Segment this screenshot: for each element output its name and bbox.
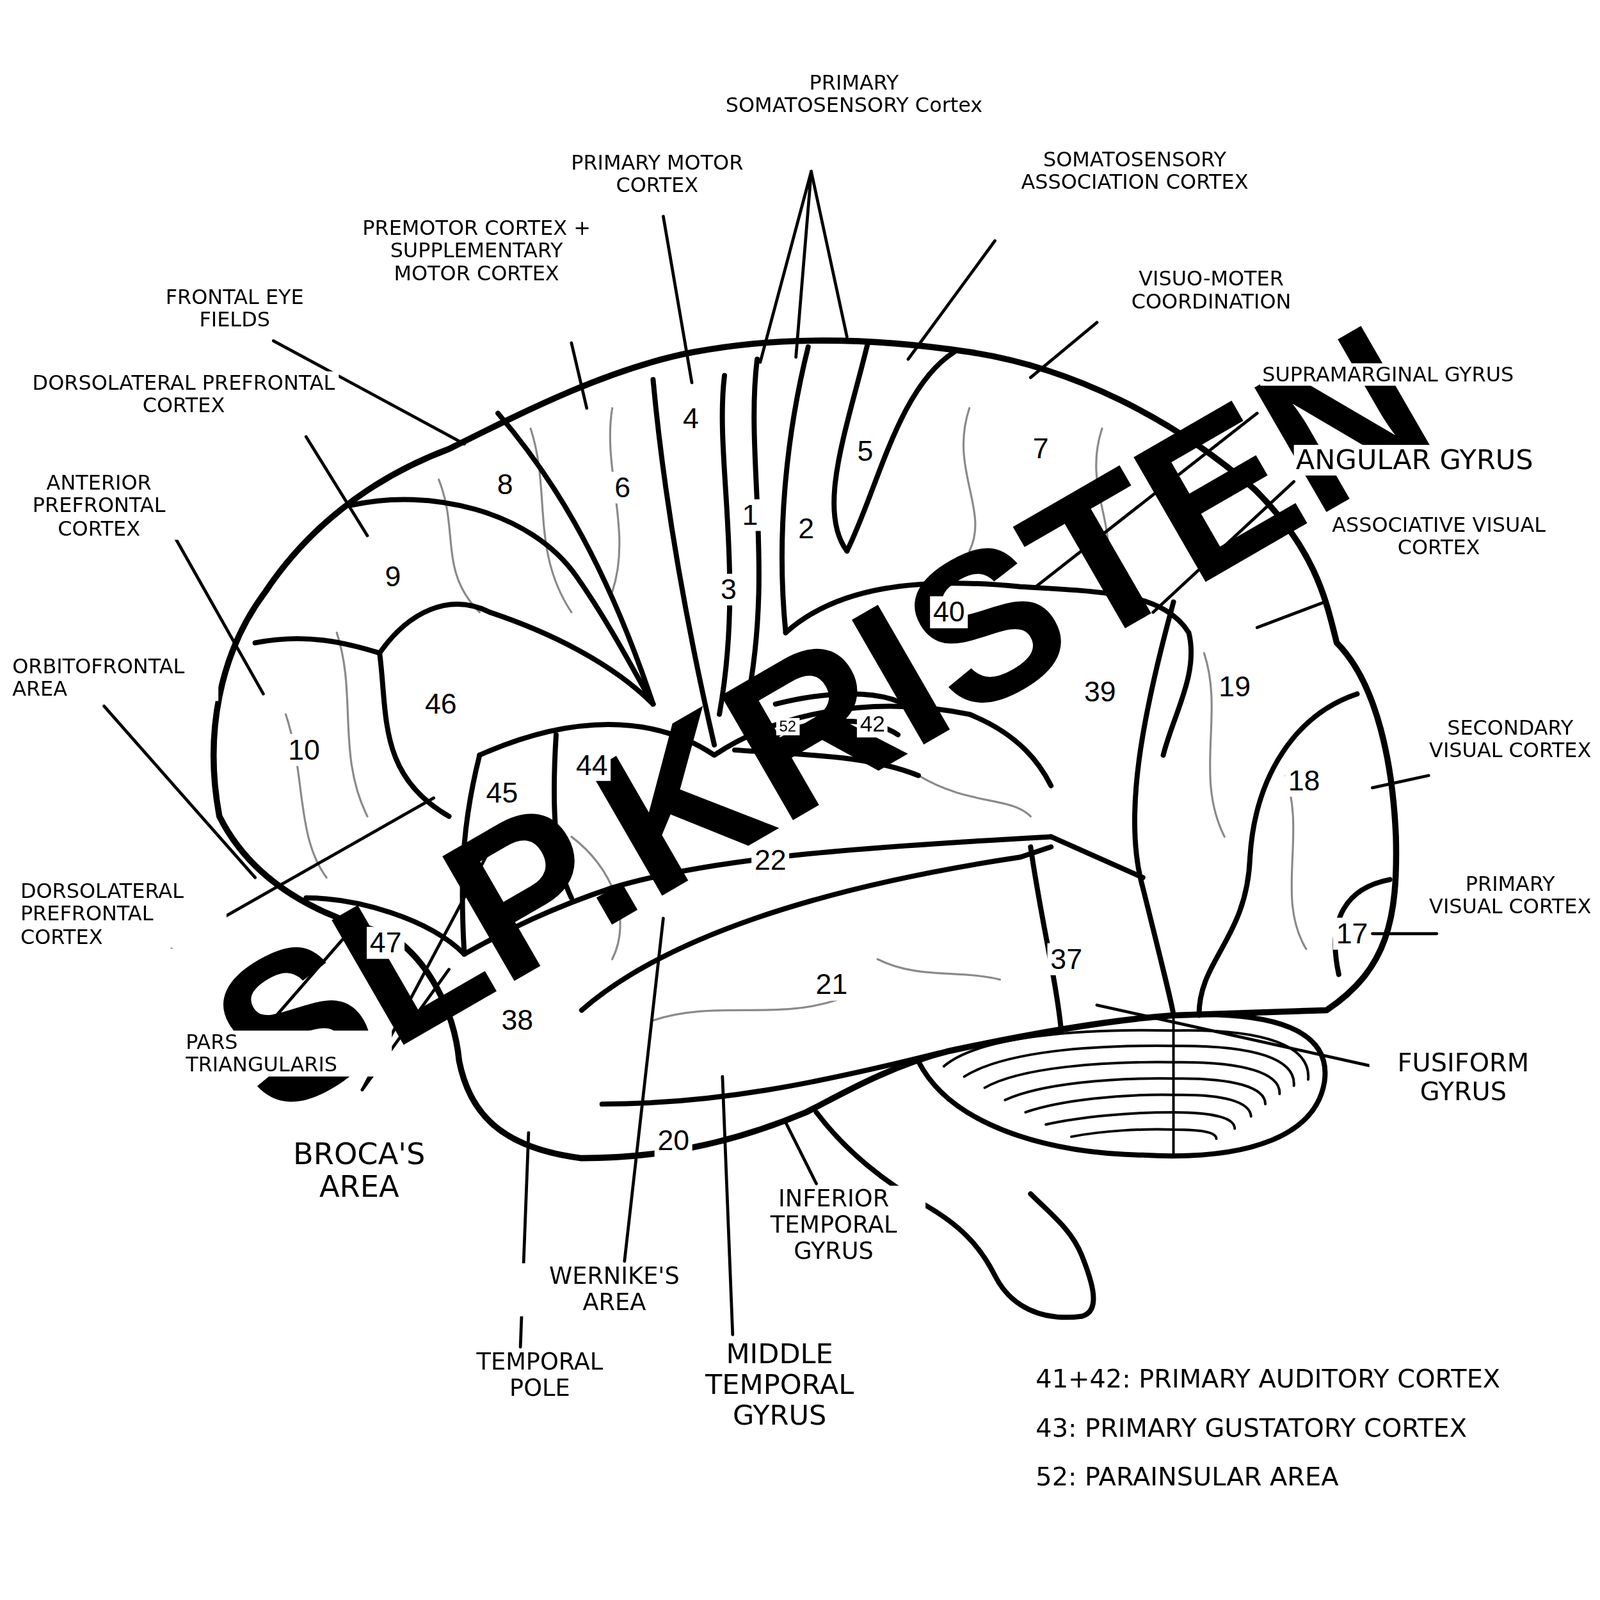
area-number: 3 xyxy=(717,574,740,607)
area-number: 4 xyxy=(679,402,702,435)
region-label: INFERIOR TEMPORAL GYRUS xyxy=(742,1185,925,1265)
area-number: 8 xyxy=(494,468,516,501)
region-label: PRIMARY VISUAL CORTEX xyxy=(1426,872,1594,918)
region-label: FUSIFORM GYRUS xyxy=(1369,1048,1558,1106)
region-label: TEMPORAL POLE xyxy=(448,1349,632,1402)
area-number: 18 xyxy=(1285,764,1323,797)
area-number: 22 xyxy=(751,844,790,877)
area-number: 47 xyxy=(366,926,405,959)
region-label: PRIMARY MOTOR CORTEX xyxy=(542,151,772,197)
region-label: DORSOLATERAL PREFRONTAL CORTEX xyxy=(18,879,227,948)
region-label: ASSOCIATIVE VISUAL CORTEX xyxy=(1324,513,1554,559)
area-number: 40 xyxy=(929,596,968,629)
region-label: ANTERIOR PREFRONTAL CORTEX xyxy=(8,471,189,541)
region-label: DORSOLATERAL PREFRONTAL CORTEX xyxy=(28,371,340,417)
area-number: 42 xyxy=(856,711,889,737)
region-label: ANGULAR GYRUS xyxy=(1294,444,1595,476)
area-number: 6 xyxy=(611,471,633,504)
region-label: SOMATOSENSORY ASSOCIATION CORTEX xyxy=(979,147,1291,194)
region-label: PARS TRIANGULARIS xyxy=(183,1030,392,1076)
region-label: PRIMARY SOMATOSENSORY Cortex xyxy=(714,71,994,118)
area-number: 37 xyxy=(1047,943,1086,976)
legend-line: 43: PRIMARY GUSTATORY CORTEX xyxy=(1035,1414,1467,1444)
area-number: 17 xyxy=(1333,917,1371,950)
area-number: 7 xyxy=(1029,433,1052,466)
region-label: WERNIKE'S AREA xyxy=(517,1263,711,1316)
area-number: 20 xyxy=(654,1125,693,1158)
area-number: 39 xyxy=(1080,675,1119,708)
area-number: 38 xyxy=(498,1004,537,1037)
legend-line: 52: PARAINSULAR AREA xyxy=(1035,1463,1339,1492)
area-number: 5 xyxy=(854,435,877,468)
region-label: PREMOTOR CORTEX + SUPPLEMENTARY MOTOR CO… xyxy=(352,216,601,285)
area-number: 9 xyxy=(382,560,404,593)
region-label: MIDDLE TEMPORAL GYRUS xyxy=(680,1338,879,1432)
area-number: 52 xyxy=(776,718,800,736)
area-number: 44 xyxy=(572,749,611,782)
legend-line: 41+42: PRIMARY AUDITORY CORTEX xyxy=(1035,1365,1501,1394)
area-number: 45 xyxy=(483,776,521,809)
area-number: 1 xyxy=(739,499,761,532)
area-number: 46 xyxy=(421,688,460,720)
region-label: ORBITOFRONTAL AREA xyxy=(10,655,219,701)
area-number: 2 xyxy=(794,512,817,545)
region-label: BROCA'S AREA xyxy=(270,1137,448,1205)
region-label: SECONDARY VISUAL CORTEX xyxy=(1426,716,1594,762)
region-label: FRONTAL EYE FIELDS xyxy=(145,285,324,331)
region-label: SUPRAMARGINAL GYRUS xyxy=(1260,363,1571,387)
area-number: 21 xyxy=(812,968,851,1001)
area-number: 10 xyxy=(285,734,324,767)
region-label: VISUO-MOTER COORDINATION xyxy=(1076,267,1346,313)
area-number: 19 xyxy=(1216,670,1254,703)
